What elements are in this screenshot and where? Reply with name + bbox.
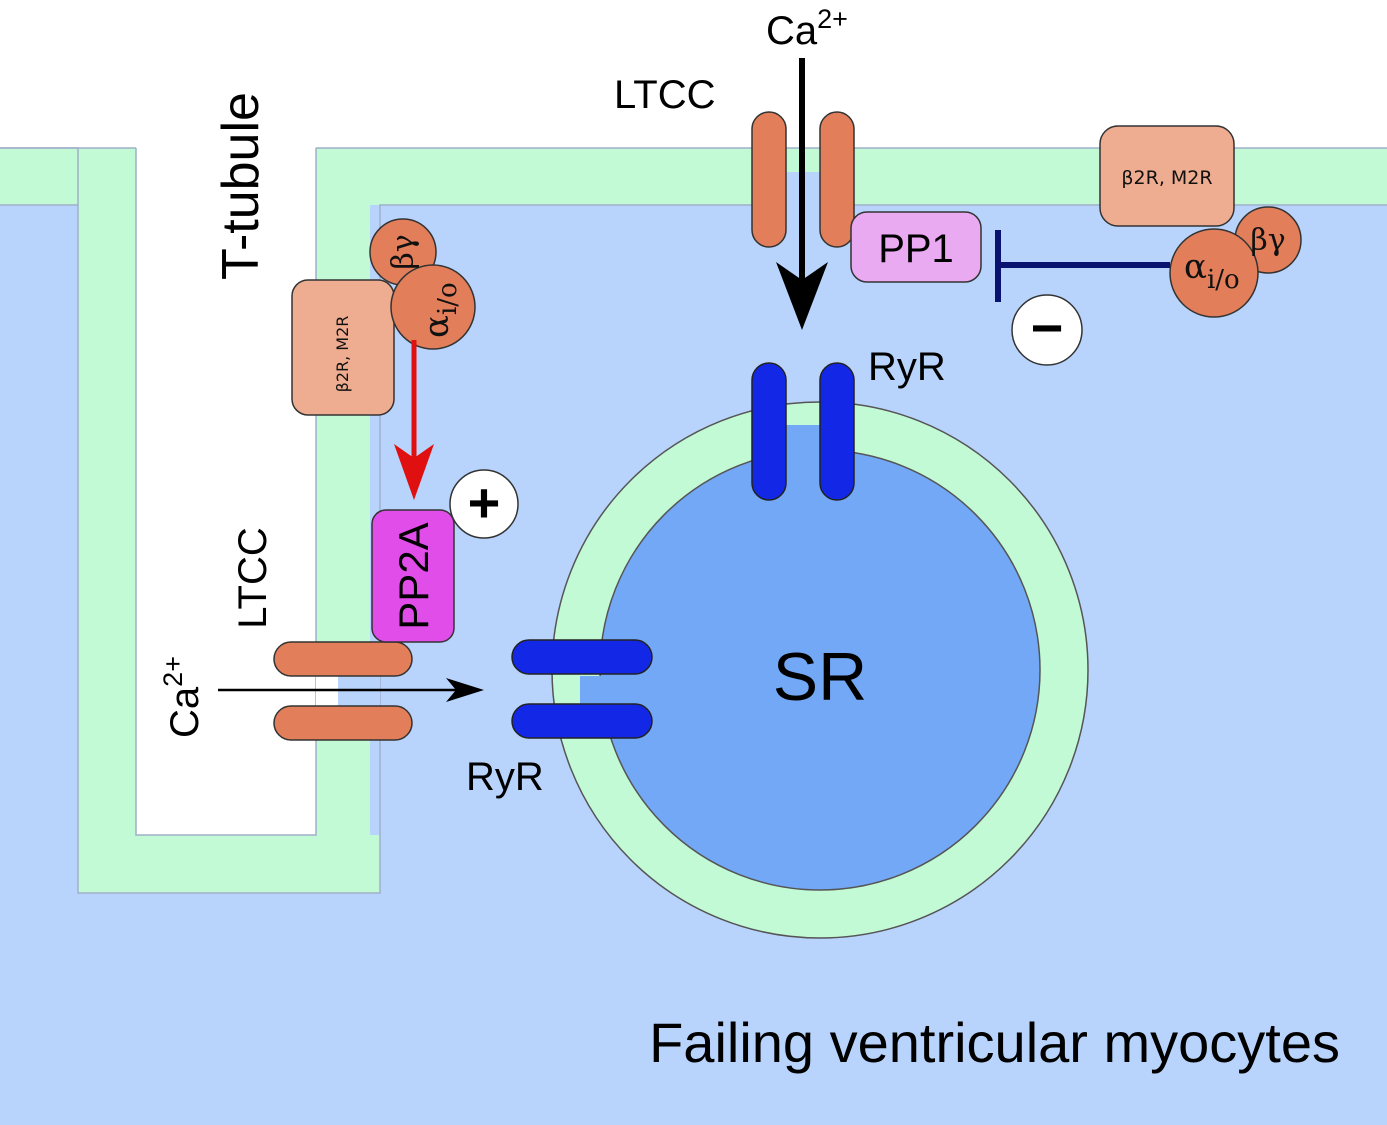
t-tubule-lumen (136, 0, 316, 835)
plus-label: + (468, 471, 501, 534)
minus-circle (1011, 294, 1083, 366)
pp2a-label: PP2A (390, 522, 437, 629)
ca-influx-arrow-left (218, 678, 484, 702)
ltcc-top-channel (751, 111, 855, 248)
minus-label: − (1031, 296, 1064, 359)
caption: Failing ventricular myocytes (649, 1011, 1340, 1074)
receptor-right-label: β2R, M2R (1121, 167, 1212, 189)
ltcc-top-label: LTCC (614, 73, 715, 117)
plus-circle (449, 469, 519, 539)
t-tubule-label: T-tubule (212, 92, 270, 280)
beta-gamma-left-label: βγ (386, 234, 421, 269)
pp1-label: PP1 (878, 227, 954, 271)
receptor-left-label: β2R, M2R (333, 316, 352, 393)
g-protein-right (1169, 206, 1302, 318)
ltcc-left-label: LTCC (231, 527, 275, 628)
ryr-left-channel (511, 639, 653, 739)
sr-label: SR (773, 639, 867, 715)
g-protein-left (369, 218, 476, 350)
pp2a-box (371, 509, 455, 643)
pp1-box (850, 211, 982, 283)
beta-gamma-right-label: βγ (1250, 223, 1285, 258)
ltcc-left-channel (273, 641, 413, 741)
ryr-top-label: RyR (868, 345, 946, 389)
stimulation-arrow (394, 340, 434, 500)
sarcoplasmic-reticulum (551, 401, 1089, 939)
inhibition-line (995, 230, 1170, 302)
alpha-left-label: αi/o (417, 282, 463, 338)
ryr-left-label: RyR (466, 755, 544, 799)
receptor-left (291, 279, 395, 416)
ryr-top-channel (751, 362, 855, 501)
ca-left-label: Ca2+ (158, 656, 207, 738)
receptor-right (1099, 125, 1235, 227)
ca-top-label: Ca2+ (766, 4, 848, 53)
ltcc-left-pore (336, 676, 380, 708)
alpha-right-label: αi/o (1184, 247, 1240, 295)
ca-influx-arrow-top (776, 58, 828, 330)
